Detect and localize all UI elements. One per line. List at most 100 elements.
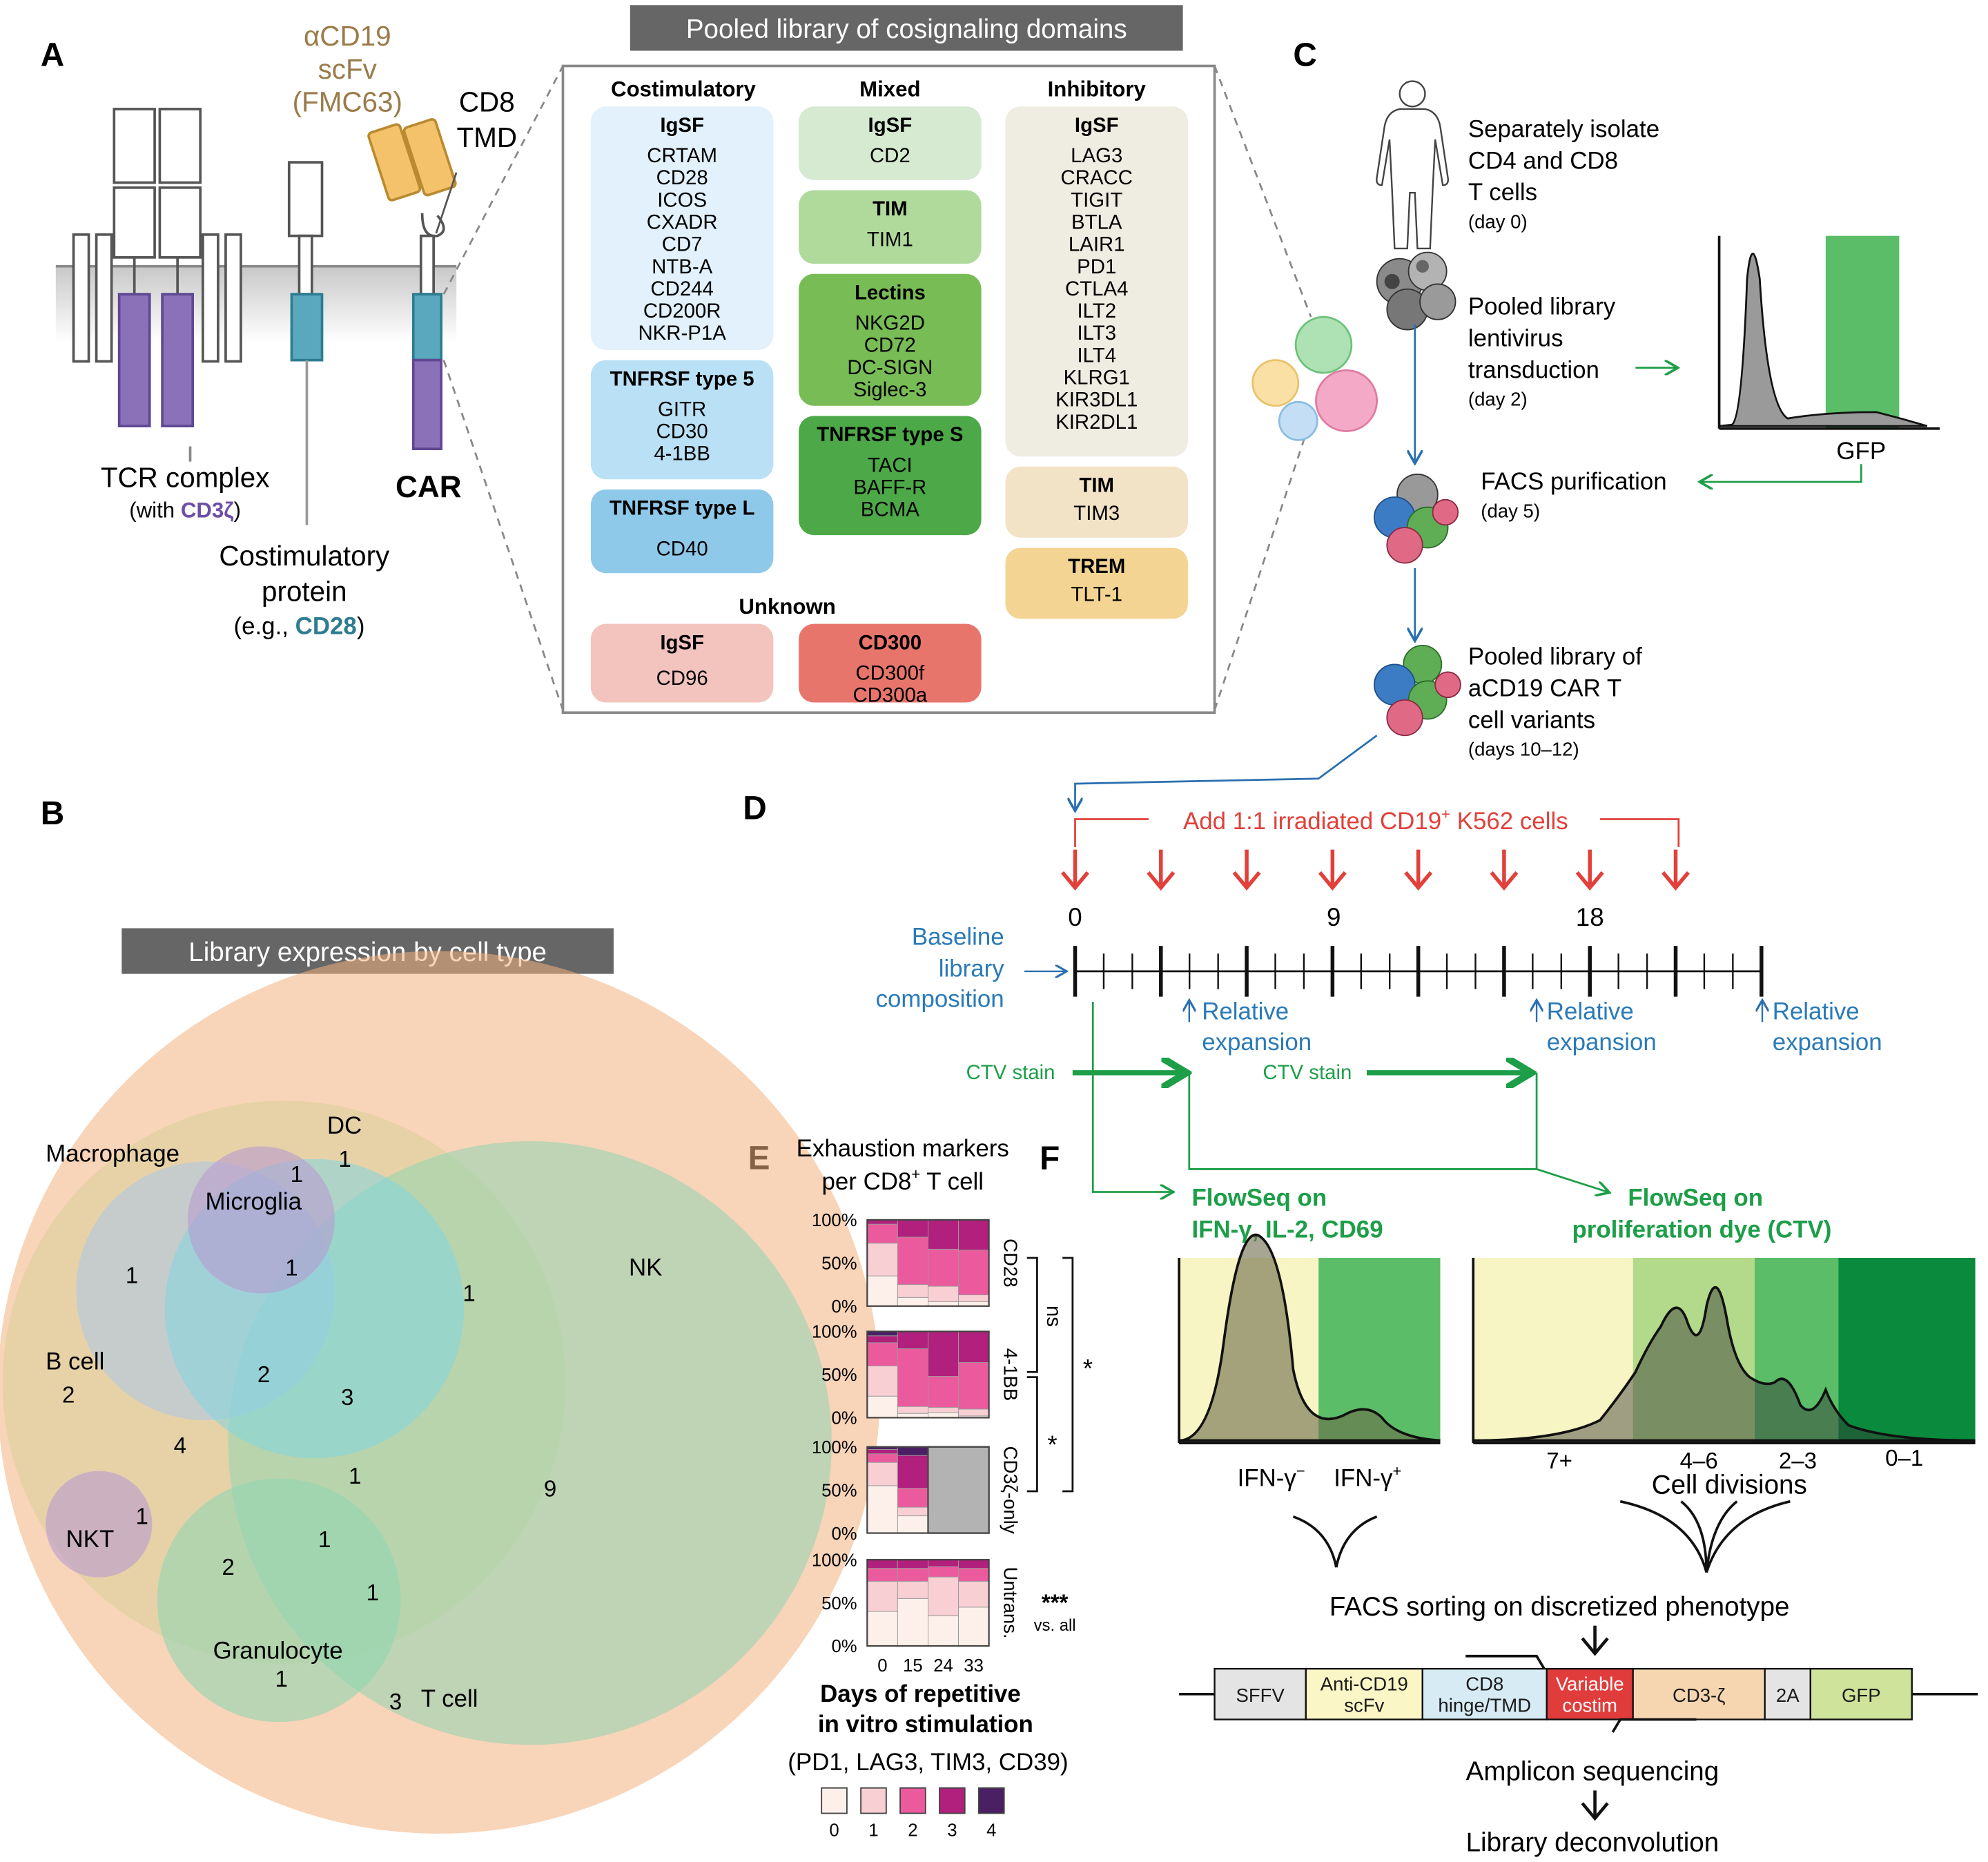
svg-text:3: 3 (389, 1689, 402, 1715)
library-group-title: IgSF (868, 114, 913, 137)
library-domain-item: CXADR (647, 211, 718, 234)
svg-text:Unknown: Unknown (739, 594, 835, 619)
bar-segment (897, 1559, 928, 1569)
y-tick-label: 0% (831, 1524, 857, 1544)
svg-text:Days of repetitive: Days of repetitive (820, 1680, 1021, 1707)
svg-text:1: 1 (291, 1162, 303, 1187)
library-domain-item: KLRG1 (1064, 367, 1130, 389)
stacked-panel-frame (866, 1446, 990, 1534)
bar-segment (866, 1580, 898, 1612)
tmd-label: CD8 TMD (457, 86, 518, 153)
stacked-panel-name: CD3ζ-only (1000, 1446, 1022, 1534)
library-group-box (590, 623, 774, 703)
svg-text:Relative: Relative (1202, 998, 1289, 1025)
svg-text:1: 1 (318, 1527, 331, 1553)
construct-segment-0: SFFV (1214, 1667, 1307, 1720)
bar-segment (866, 1395, 898, 1418)
ctv-histogram (1472, 1258, 1976, 1445)
library-group-title: TNFRSF type L (610, 497, 755, 520)
construct-segment-label: 2A (1776, 1685, 1800, 1706)
panel-d-timeline: Add 1:1 irradiated CD19+ K562 cells 0 9 … (876, 806, 1882, 1243)
gfp-axis-label: GFP (1836, 438, 1886, 465)
library-group-box (799, 273, 982, 406)
day-tick-labels: 0 9 18 (1068, 903, 1604, 931)
bar-segment (866, 1611, 898, 1647)
stacked-panel-name: Untrans. (1000, 1567, 1022, 1639)
library-group-box (799, 106, 982, 180)
bar-segment (897, 1348, 928, 1407)
bar-segment (897, 1331, 928, 1349)
bar-segment (958, 1607, 990, 1647)
stimulation-arrows (1061, 849, 1690, 891)
svg-text:B cell: B cell (46, 1348, 104, 1375)
svg-text:1: 1 (349, 1464, 361, 1489)
library-group-title: TIM (1079, 474, 1114, 497)
panel-e-xlabel: Days of repetitive in vitro stimulation (818, 1680, 1033, 1738)
svg-text:library: library (939, 955, 1005, 982)
costimulatory-protein (287, 161, 324, 525)
library-group-title: IgSF (1075, 114, 1119, 137)
bar-segment (866, 1559, 898, 1569)
library-domain-item: Siglec-3 (853, 378, 926, 401)
tcr-complex-sublabel: (with CD3ζ) (129, 498, 241, 522)
svg-text:expansion: expansion (1547, 1029, 1657, 1056)
gfp-to-facs-arrow (1702, 464, 1862, 482)
library-domain-item: ILT4 (1077, 344, 1116, 367)
facs-sorting-label: FACS sorting on discretized phenotype (1329, 1592, 1790, 1622)
bar-segment (897, 1506, 928, 1517)
library-domain-item: CD300f (856, 661, 925, 684)
svg-text:9: 9 (1327, 903, 1341, 931)
panel-c-workflow: GFP (1075, 80, 1940, 809)
library-domain-item: GITR (658, 398, 706, 420)
svg-text:protein: protein (262, 576, 347, 608)
svg-text:1: 1 (462, 1281, 475, 1306)
construct-segment-label: Variable (1556, 1673, 1624, 1694)
y-tick-label: 0% (831, 1409, 857, 1428)
sig-star-1: * (1083, 1355, 1093, 1383)
svg-text:1: 1 (285, 1256, 298, 1281)
svg-text:4–6: 4–6 (1680, 1448, 1718, 1474)
bar-segment (897, 1455, 928, 1489)
svg-text:Separately isolate: Separately isolate (1468, 115, 1659, 142)
library-domain-item: CD7 (662, 233, 703, 256)
stim-arrow (1318, 849, 1347, 891)
svg-text:Costimulatory: Costimulatory (611, 77, 757, 101)
library-group-title: Lectins (855, 281, 926, 304)
library-domain-item: 4-1BB (654, 443, 710, 465)
no-data-block (927, 1446, 990, 1534)
reverse-primer (1611, 1718, 1697, 1733)
timeline-ticks (1073, 946, 1764, 997)
svg-text:Granulocyte: Granulocyte (213, 1637, 343, 1664)
stim-bracket-left (1074, 818, 1149, 847)
tcr-complex-label: TCR complex (101, 461, 270, 493)
svg-text:1: 1 (338, 1147, 351, 1172)
flow-arrow-c3 (1075, 735, 1378, 809)
baseline-label: Baseline library composition (876, 923, 1005, 1012)
svg-text:expansion: expansion (1202, 1029, 1312, 1056)
stim-arrow (1490, 849, 1519, 891)
gfp-gate (1825, 235, 1900, 429)
legend-swatch (899, 1787, 926, 1814)
bar-segment (897, 1237, 928, 1286)
amplicon-label: Amplicon sequencing (1466, 1757, 1719, 1787)
svg-text:NKT: NKT (66, 1526, 115, 1553)
x-tick-label: 24 (933, 1656, 953, 1676)
library-domain-item: NTB-A (652, 255, 713, 278)
bar-segment (958, 1250, 990, 1296)
stacked-panel-2: 0%50%100%CD3ζ-only (812, 1438, 1022, 1544)
y-tick-label: 100% (812, 1551, 857, 1570)
venn-microglia (187, 1146, 335, 1294)
bar-segment (897, 1515, 928, 1534)
svg-text:DC: DC (327, 1112, 362, 1139)
venn-granulocyte (157, 1478, 401, 1723)
construct-segment-label: scFv (1344, 1695, 1384, 1716)
library-group-title: TREM (1068, 555, 1125, 578)
stacked-panel-frame (866, 1559, 990, 1647)
library-group-title: TNFRSF type 5 (610, 367, 754, 390)
construct-segment-5: 2A (1764, 1667, 1812, 1720)
bar-segment (866, 1448, 898, 1455)
bar-segment (928, 1412, 959, 1418)
cell-cluster-car-icon (1374, 644, 1461, 737)
